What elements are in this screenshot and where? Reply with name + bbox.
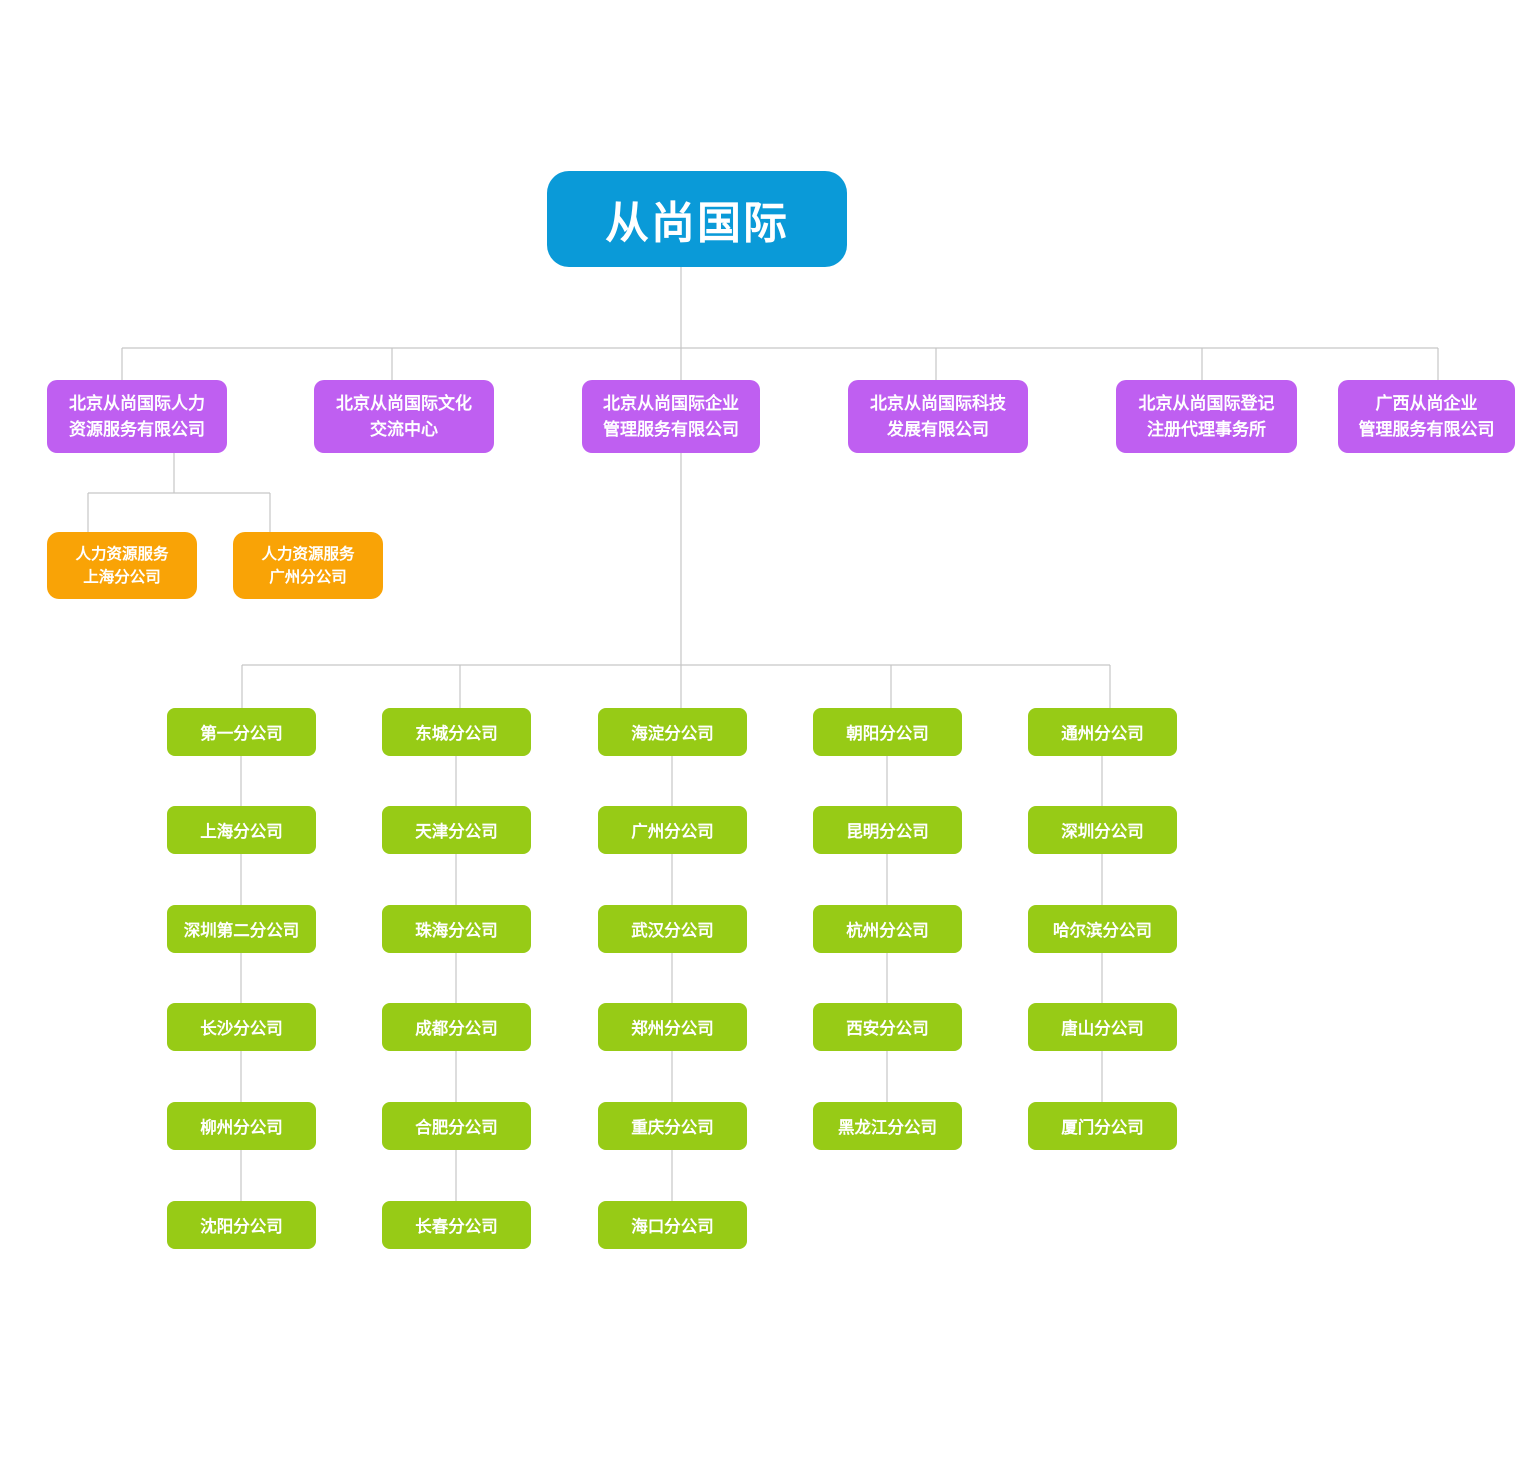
node-branch-c2-r2: 天津分公司: [382, 806, 531, 854]
node-branch-c3-r3: 武汉分公司: [598, 905, 747, 953]
node-hr-branch-shanghai: 人力资源服务 上海分公司: [47, 532, 197, 599]
node-branch-c5-r4: 唐山分公司: [1028, 1003, 1177, 1051]
node-branch-c3-r2: 广州分公司: [598, 806, 747, 854]
node-subsidiary-culture-center: 北京从尚国际文化 交流中心: [314, 380, 494, 453]
node-branch-c4-r5: 黑龙江分公司: [813, 1102, 962, 1150]
node-branch-c2-r4: 成都分公司: [382, 1003, 531, 1051]
node-subsidiary-guangxi-mgmt: 广西从尚企业 管理服务有限公司: [1338, 380, 1515, 453]
node-root-company: 从尚国际: [547, 171, 847, 267]
node-branch-c3-r5: 重庆分公司: [598, 1102, 747, 1150]
node-branch-c2-r6: 长春分公司: [382, 1201, 531, 1249]
node-branch-c3-r1: 海淀分公司: [598, 708, 747, 756]
node-branch-c1-r1: 第一分公司: [167, 708, 316, 756]
node-subsidiary-hr-services: 北京从尚国际人力 资源服务有限公司: [47, 380, 227, 453]
node-branch-c1-r2: 上海分公司: [167, 806, 316, 854]
node-branch-c1-r3: 深圳第二分公司: [167, 905, 316, 953]
node-branch-c5-r3: 哈尔滨分公司: [1028, 905, 1177, 953]
node-branch-c1-r4: 长沙分公司: [167, 1003, 316, 1051]
node-branch-c4-r1: 朝阳分公司: [813, 708, 962, 756]
node-branch-c4-r2: 昆明分公司: [813, 806, 962, 854]
node-branch-c2-r3: 珠海分公司: [382, 905, 531, 953]
node-branch-c5-r5: 厦门分公司: [1028, 1102, 1177, 1150]
node-branch-c5-r1: 通州分公司: [1028, 708, 1177, 756]
node-branch-c4-r3: 杭州分公司: [813, 905, 962, 953]
node-subsidiary-enterprise-mgmt: 北京从尚国际企业 管理服务有限公司: [582, 380, 760, 453]
node-hr-branch-guangzhou: 人力资源服务 广州分公司: [233, 532, 383, 599]
node-subsidiary-tech-dev: 北京从尚国际科技 发展有限公司: [848, 380, 1028, 453]
node-branch-c4-r4: 西安分公司: [813, 1003, 962, 1051]
node-branch-c3-r6: 海口分公司: [598, 1201, 747, 1249]
node-branch-c2-r5: 合肥分公司: [382, 1102, 531, 1150]
node-branch-c3-r4: 郑州分公司: [598, 1003, 747, 1051]
node-subsidiary-registration-agency: 北京从尚国际登记 注册代理事务所: [1116, 380, 1297, 453]
node-branch-c5-r2: 深圳分公司: [1028, 806, 1177, 854]
node-branch-c2-r1: 东城分公司: [382, 708, 531, 756]
node-branch-c1-r5: 柳州分公司: [167, 1102, 316, 1150]
node-branch-c1-r6: 沈阳分公司: [167, 1201, 316, 1249]
